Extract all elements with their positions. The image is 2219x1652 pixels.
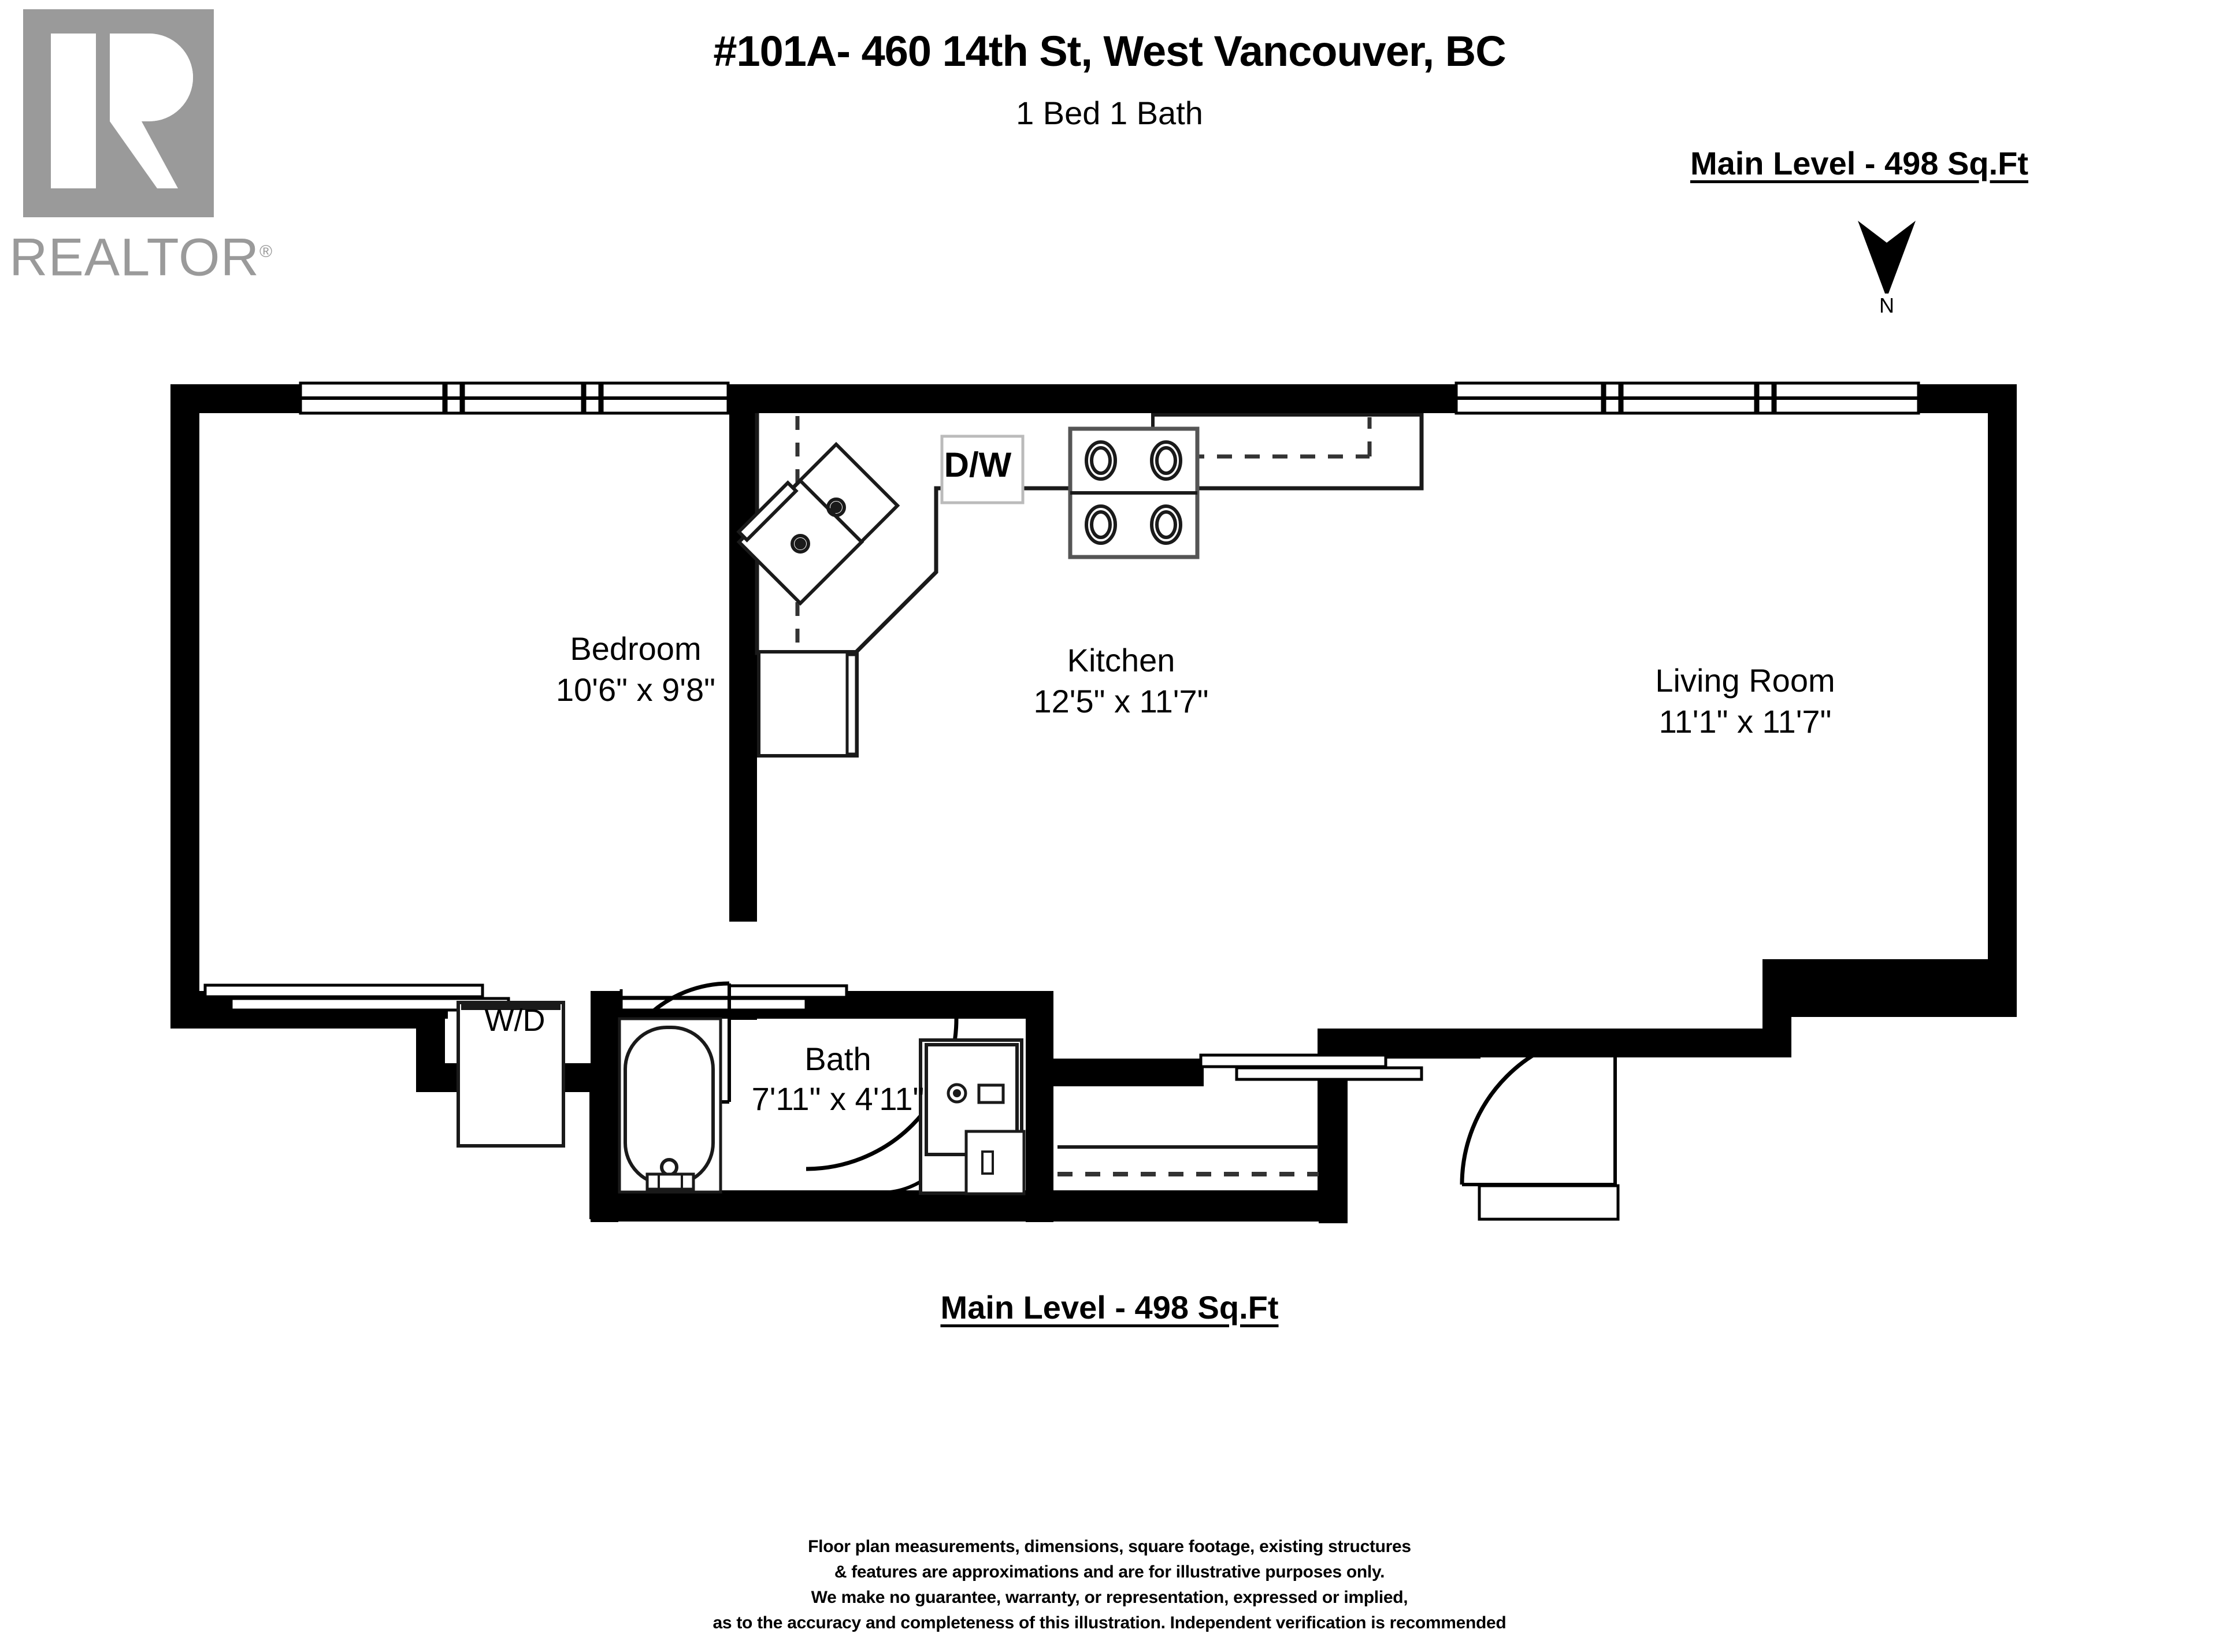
page-title: #101A- 460 14th St, West Vancouver, BC [713,27,1506,75]
room-label-kitchen: Kitchen 12'5" x 11'7" [1033,642,1209,719]
realtor-logo: REALTOR® [9,9,273,287]
windows [299,381,1920,415]
wall-bath-right [1026,991,1053,1222]
dishwasher-box [940,435,1025,504]
disclaimer: Floor plan measurements, dimensions, squ… [0,1534,2219,1636]
header: #101A- 460 14th St, West Vancouver, BC 1… [0,0,2219,132]
level-label-top: Main Level - 498 Sq.Ft [1690,145,2028,181]
washer-dryer-label: W/D [484,1003,546,1038]
washer-dryer-unit [457,1001,565,1148]
wall-bedroom-kitchen [729,413,757,922]
wall-closet-top-left [1053,1059,1204,1086]
disclaimer-line-3: We make no guarantee, warranty, or repre… [811,1588,1408,1607]
kitchen-fixtures [736,413,1424,758]
floorplan-drawing [0,347,2219,1271]
entry-closet-shelf [1057,1145,1319,1176]
room-label-bedroom: Bedroom 10'6" x 9'8" [556,630,715,708]
closet-door-entry [1199,1053,1423,1081]
realtor-r-mark-icon [23,9,214,217]
disclaimer-line-2: & features are approximations and are fo… [834,1562,1385,1582]
kitchen-pantry [757,650,859,758]
kitchen-sink-icon [736,441,900,606]
disclaimer-line-4: as to the accuracy and completeness of t… [713,1613,1506,1632]
bathtub-icon [618,1017,722,1194]
window-bedroom [299,381,730,415]
toilet-icon [964,1130,1026,1196]
stove-icon [1068,426,1200,559]
disclaimer-line-1: Floor plan measurements, dimensions, squ… [808,1537,1411,1556]
wall-bath-bottom [591,1191,1348,1222]
room-label-bath: Bath 7'11" x 4'11" [751,1041,925,1117]
dishwasher-label: D/W [944,446,1012,484]
floorplan-svg [170,381,2017,1223]
north-arrow-icon [1858,221,1916,294]
wall-closet-right [1319,1059,1348,1223]
compass-north-label: N [1879,294,1894,317]
page-subtitle: 1 Bed 1 Bath [1016,95,1203,131]
realtor-wordmark: REALTOR® [9,228,273,287]
room-label-living-room: Living Room 11'1" x 11'7" [1655,662,1835,740]
level-label-bottom: Main Level - 498 Sq.Ft [940,1289,1279,1326]
window-living-room [1454,381,1920,415]
compass: N [1855,220,1919,324]
door-entry-living [1460,1029,1620,1221]
wall-living-step [1762,988,2017,1017]
wall-bath-left [591,991,618,1222]
bath-fixtures [618,1017,1026,1196]
closet-door-hall [203,983,510,1012]
